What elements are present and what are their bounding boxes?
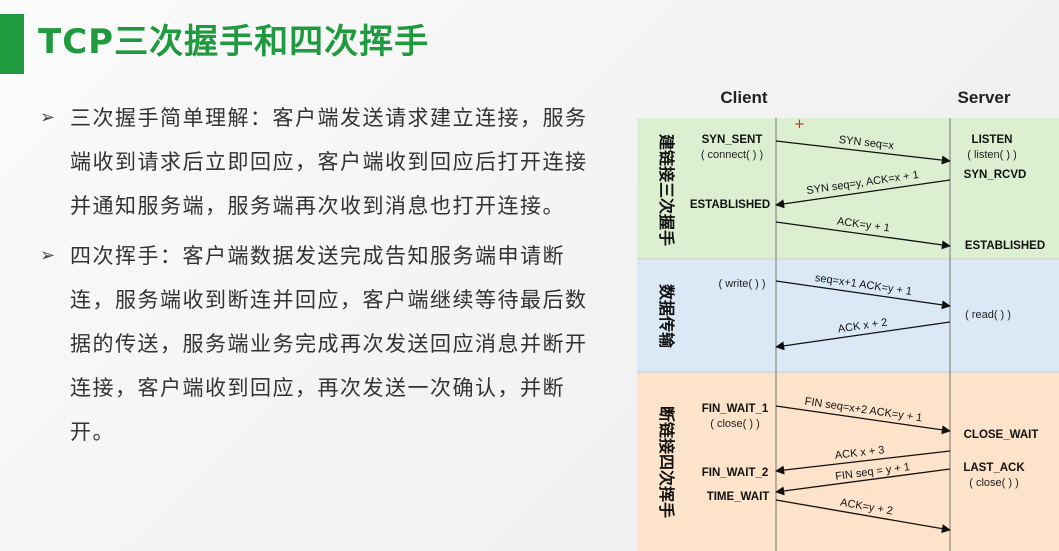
- client-state: SYN_SENT: [702, 134, 763, 146]
- message-arrow: [775, 405, 951, 435]
- bullet-teardown-text: 四次挥手：客户端数据发送完成告知服务端申请断连，服务端收到断连并回应，客户端继续…: [70, 244, 588, 444]
- client-state: ESTABLISHED: [690, 199, 770, 211]
- arrow-bullet-icon: ➢: [40, 245, 56, 266]
- section-label-teardown: 断链接四次挥手: [657, 406, 676, 518]
- server-state: CLOSE_WAIT: [964, 429, 1039, 441]
- section-label-handshake: 建链接三次握手: [657, 134, 676, 246]
- message-arrow: [775, 221, 951, 250]
- server-header: Server: [958, 88, 1011, 107]
- client-state: TIME_WAIT: [707, 491, 770, 503]
- arrow-bullet-icon: ➢: [40, 107, 56, 128]
- message-arrow: [775, 321, 951, 351]
- message-arrow: [775, 499, 951, 534]
- page-title: TCP三次握手和四次挥手: [38, 22, 430, 62]
- message-arrow: [775, 450, 951, 475]
- server-state: ESTABLISHED: [965, 240, 1045, 252]
- server-state: LISTEN: [972, 134, 1013, 146]
- bullet-handshake: ➢ 三次握手简单理解：客户端发送请求建立连接，服务端收到请求后立即回应，客户端收…: [40, 96, 600, 228]
- message-arrow: [775, 140, 951, 165]
- client-state: FIN_WAIT_2: [702, 467, 768, 479]
- client-state: ( close( ) ): [710, 418, 760, 430]
- section-teardown-bg: [637, 373, 1059, 551]
- title-accent-bar: [0, 14, 24, 74]
- section-transfer-bg: [637, 260, 1059, 372]
- server-state: ( read( ) ): [965, 309, 1011, 321]
- client-state: FIN_WAIT_1: [702, 403, 769, 415]
- message-arrow: [775, 468, 951, 496]
- bullet-handshake-text: 三次握手简单理解：客户端发送请求建立连接，服务端收到请求后立即回应，客户端收到回…: [70, 106, 588, 218]
- client-state: ( write( ) ): [718, 278, 765, 290]
- client-state: ( connect( ) ): [701, 149, 763, 161]
- client-header: Client: [720, 88, 768, 107]
- section-label-transfer: 数据传输: [657, 284, 676, 349]
- server-state: LAST_ACK: [963, 462, 1025, 474]
- message-arrow: [775, 280, 951, 310]
- server-state: SYN_RCVD: [964, 169, 1027, 181]
- bullet-list: ➢ 三次握手简单理解：客户端发送请求建立连接，服务端收到请求后立即回应，客户端收…: [40, 96, 600, 460]
- red-cross-icon: +: [794, 117, 805, 132]
- message-arrow: [775, 179, 951, 209]
- server-state: ( listen( ) ): [967, 149, 1017, 161]
- section-handshake-bg: [637, 118, 1059, 259]
- message-label: ACK x + 3: [834, 444, 885, 462]
- server-state: ( close( ) ): [969, 477, 1019, 489]
- bullet-teardown: ➢ 四次挥手：客户端数据发送完成告知服务端申请断连，服务端收到断连并回应，客户端…: [40, 234, 600, 454]
